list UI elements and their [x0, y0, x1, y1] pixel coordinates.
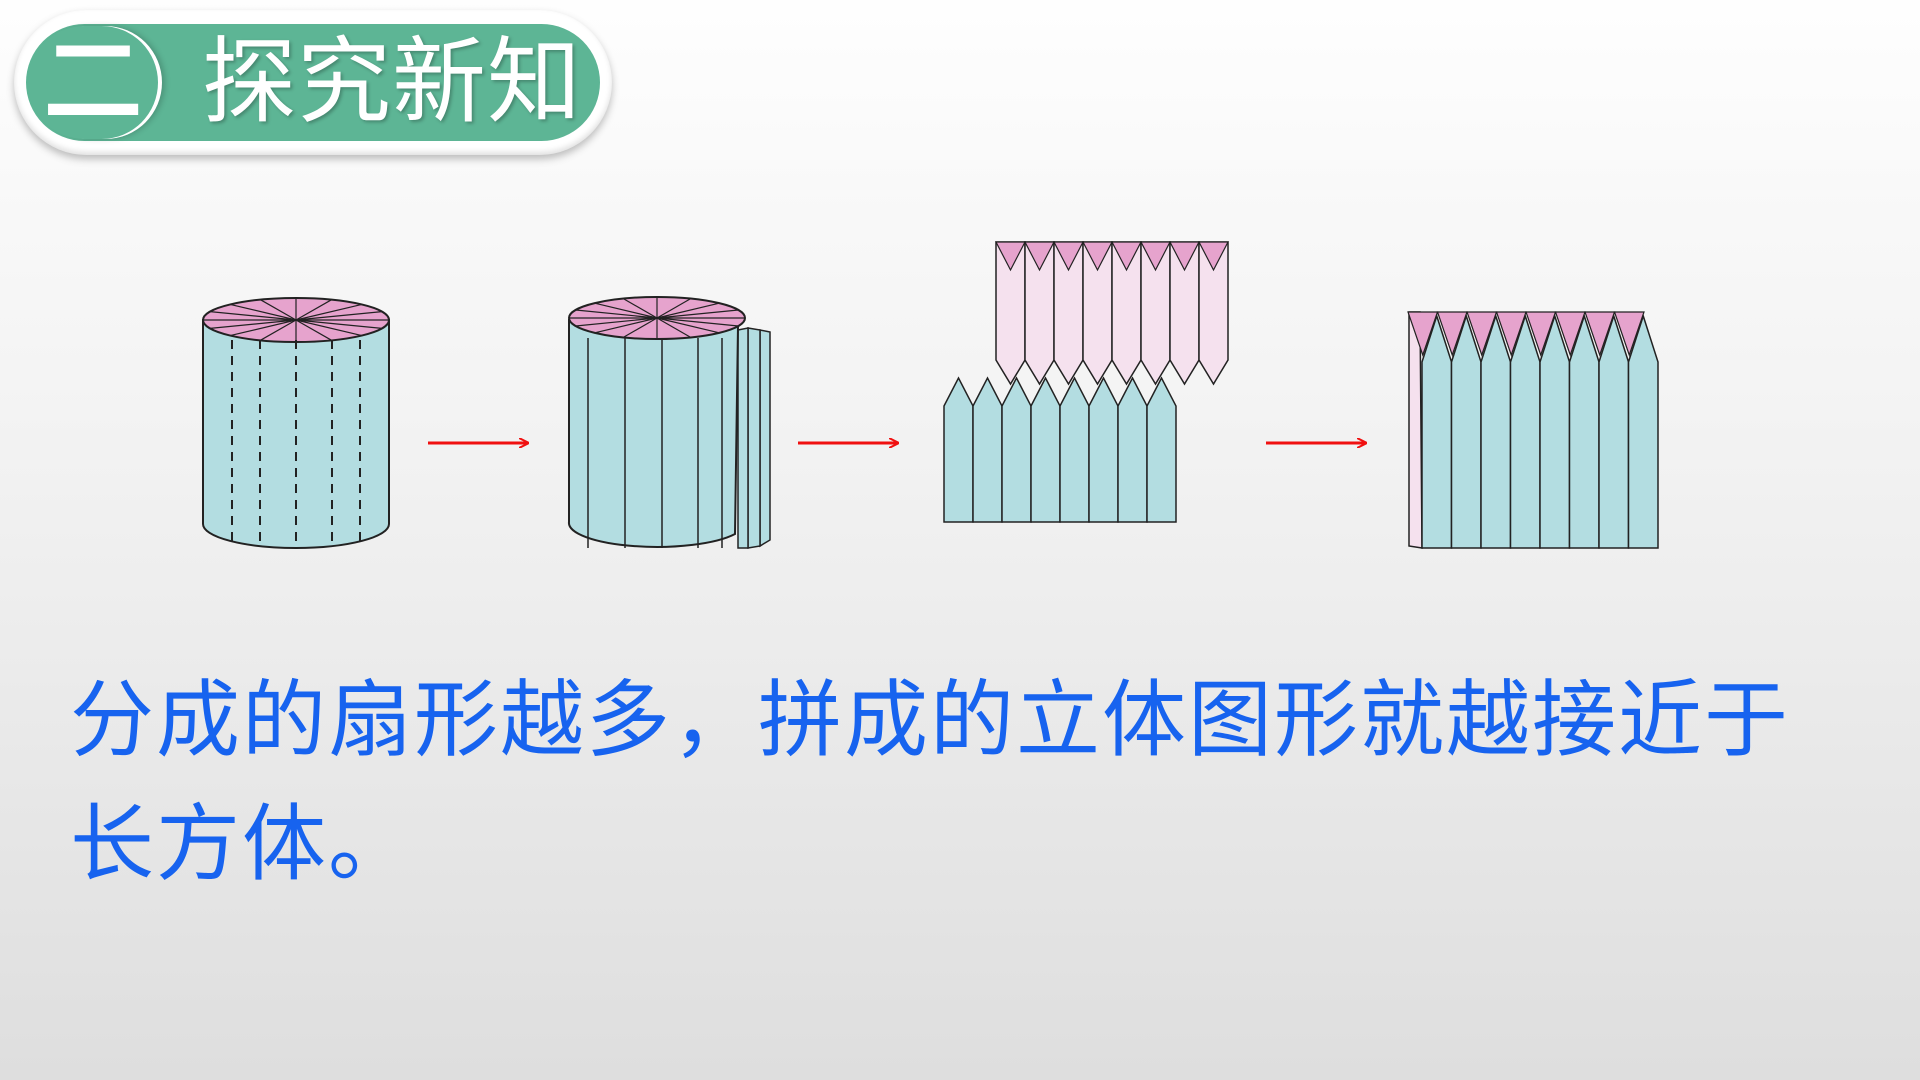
top-sector-line: [295, 299, 332, 321]
blue-wedge: [1146, 376, 1177, 523]
top-sector-line: [656, 309, 739, 319]
prism-pink-tip: [1525, 311, 1557, 357]
section-number: 二: [43, 25, 142, 139]
lower-half-blue: [943, 376, 1177, 523]
prism-pink-tip: [1584, 311, 1616, 357]
top-sector-line: [295, 319, 332, 341]
top-sector-line: [623, 298, 658, 319]
top-sector-line: [656, 302, 720, 319]
blue-wedge: [1088, 376, 1119, 523]
top-sector-line: [210, 311, 297, 321]
top-sector-line: [230, 319, 297, 337]
pink-wedge-top: [995, 241, 1026, 272]
top-sector-line: [230, 303, 297, 321]
prism-blue-wedge: [1598, 313, 1630, 549]
section-number-badge: [28, 26, 158, 139]
prism-blue-wedge: [1627, 313, 1659, 549]
approximate-prism: [1407, 311, 1659, 549]
blue-wedge: [1117, 376, 1148, 523]
prism-pink-tip: [1436, 311, 1468, 357]
pink-wedge-top: [1140, 241, 1171, 272]
caption-line-1: 分成的扇形越多，拼成的立体图形就越接近于: [70, 671, 1791, 769]
prism-blue-wedge: [1421, 313, 1453, 549]
top-sector-line: [260, 319, 297, 341]
top-sector-line: [656, 298, 691, 319]
pink-wedge-top: [1024, 241, 1055, 272]
top-sector-line: [295, 319, 362, 337]
prism-pink-tip: [1466, 311, 1498, 357]
section-header: 二 探究新知: [14, 10, 612, 155]
top-sector-line: [295, 319, 382, 329]
prism-pink-tip: [1554, 311, 1586, 357]
cylinder-dashed: [202, 297, 390, 549]
top-sector-line: [594, 317, 658, 334]
pink-wedge-top: [1111, 241, 1142, 272]
upper-half-pink: [995, 241, 1229, 386]
top-sector-line: [656, 317, 720, 334]
top-sector-line: [656, 317, 739, 327]
top-sector-line: [210, 319, 297, 329]
prism-pink-tip: [1495, 311, 1527, 357]
interlocking-halves: [943, 241, 1229, 523]
prism-blue-wedge: [1568, 313, 1600, 549]
pink-wedge-top: [1198, 241, 1229, 272]
prism-pink-tip: [1407, 311, 1439, 357]
caption-line-2: 长方体。: [70, 795, 415, 893]
prism-blue-wedge: [1450, 313, 1482, 549]
top-sector-line: [295, 303, 362, 321]
blue-wedge: [1030, 376, 1061, 523]
pink-wedge-top: [1053, 241, 1084, 272]
blue-wedge: [1001, 376, 1032, 523]
section-title: 探究新知: [202, 28, 583, 137]
pink-wedge-top: [1082, 241, 1113, 272]
blue-wedge: [972, 376, 1003, 523]
top-sector-line: [575, 309, 658, 319]
top-sector-line: [656, 317, 691, 338]
prism-blue-wedge: [1480, 313, 1512, 549]
top-sector-line: [594, 302, 658, 319]
top-sector-line: [260, 299, 297, 321]
top-sector-line: [295, 311, 382, 321]
prism-blue-wedge: [1539, 313, 1571, 549]
blue-wedge: [1059, 376, 1090, 523]
top-sector-line: [623, 317, 658, 338]
prism-pink-tip: [1613, 311, 1645, 357]
blue-wedge: [943, 376, 974, 523]
top-sector-line: [575, 317, 658, 327]
pink-wedge-top: [1169, 241, 1200, 272]
cylinder-sliced: [567, 296, 771, 549]
prism-blue-wedge: [1509, 313, 1541, 549]
